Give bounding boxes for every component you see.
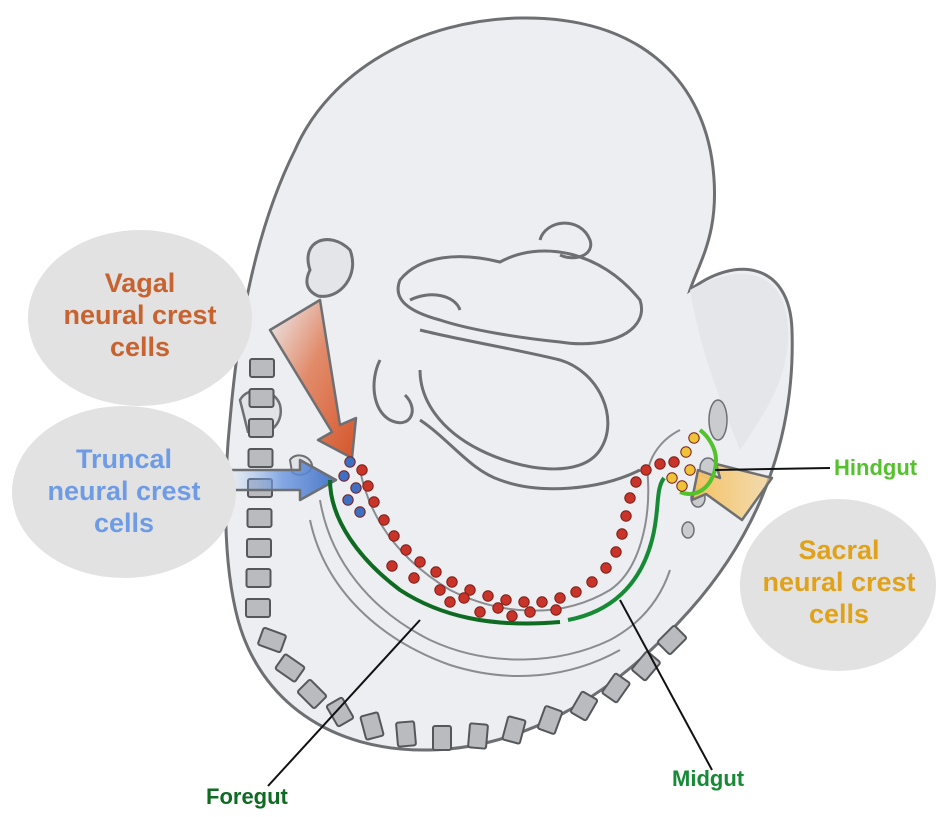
vagal-cell: [525, 607, 535, 617]
truncal-cell: [351, 483, 361, 493]
vagal-cell: [475, 607, 485, 617]
vagal-cell: [551, 605, 561, 615]
somite: [249, 419, 273, 437]
vagal-cell: [363, 481, 373, 491]
somite: [249, 449, 273, 467]
sacral-cell: [677, 481, 687, 491]
truncal-label: Truncal neural crest cells: [24, 444, 224, 540]
vagal-cell: [555, 593, 565, 603]
foregut-label: Foregut: [206, 784, 288, 810]
somite: [246, 599, 270, 617]
sacral-label: Sacral neural crest cells: [742, 535, 936, 631]
vagal-cell: [617, 529, 627, 539]
vagal-cell: [587, 577, 597, 587]
vagal-cell: [519, 597, 529, 607]
vagal-cell: [431, 567, 441, 577]
vagal-cell: [445, 597, 455, 607]
somite: [247, 569, 271, 587]
vagal-cell: [357, 465, 367, 475]
truncal-cell: [355, 507, 365, 517]
vagal-cell: [493, 603, 503, 613]
vagal-cell: [507, 611, 517, 621]
vagal-label: Vagal neural crest cells: [40, 268, 240, 364]
vagal-cell: [501, 595, 511, 605]
vagal-cell: [447, 577, 457, 587]
vagal-cell: [369, 497, 379, 507]
truncal-cell: [339, 471, 349, 481]
vagal-cell: [601, 563, 611, 573]
vagal-cell: [409, 573, 419, 583]
vagal-cell: [415, 557, 425, 567]
sacral-cell: [685, 465, 695, 475]
somite: [250, 359, 274, 377]
vagal-cell: [459, 593, 469, 603]
hindgut-label: Hindgut: [834, 455, 917, 481]
vagal-cell: [389, 531, 399, 541]
somite: [248, 509, 272, 527]
somite: [468, 723, 488, 748]
vagal-cell: [621, 511, 631, 521]
vagal-cell: [401, 545, 411, 555]
somite: [250, 389, 274, 407]
vagal-cell: [537, 597, 547, 607]
sacral-cell: [689, 433, 699, 443]
sacral-cell: [667, 473, 677, 483]
vagal-cell: [435, 585, 445, 595]
vagal-cell: [571, 587, 581, 597]
somite: [396, 721, 416, 746]
vagal-cell: [631, 477, 641, 487]
vagal-cell: [641, 465, 651, 475]
vagal-cell: [669, 457, 679, 467]
vagal-cell: [625, 493, 635, 503]
vagal-cell: [655, 459, 665, 469]
midgut-label: Midgut: [672, 766, 744, 792]
truncal-cell: [343, 495, 353, 505]
truncal-cell: [345, 457, 355, 467]
somite: [433, 726, 451, 750]
vagal-cell: [611, 547, 621, 557]
vagal-cell: [387, 561, 397, 571]
vagal-cell: [483, 591, 493, 601]
somite: [247, 539, 271, 557]
sacral-cell: [681, 447, 691, 457]
vagal-cell: [379, 515, 389, 525]
